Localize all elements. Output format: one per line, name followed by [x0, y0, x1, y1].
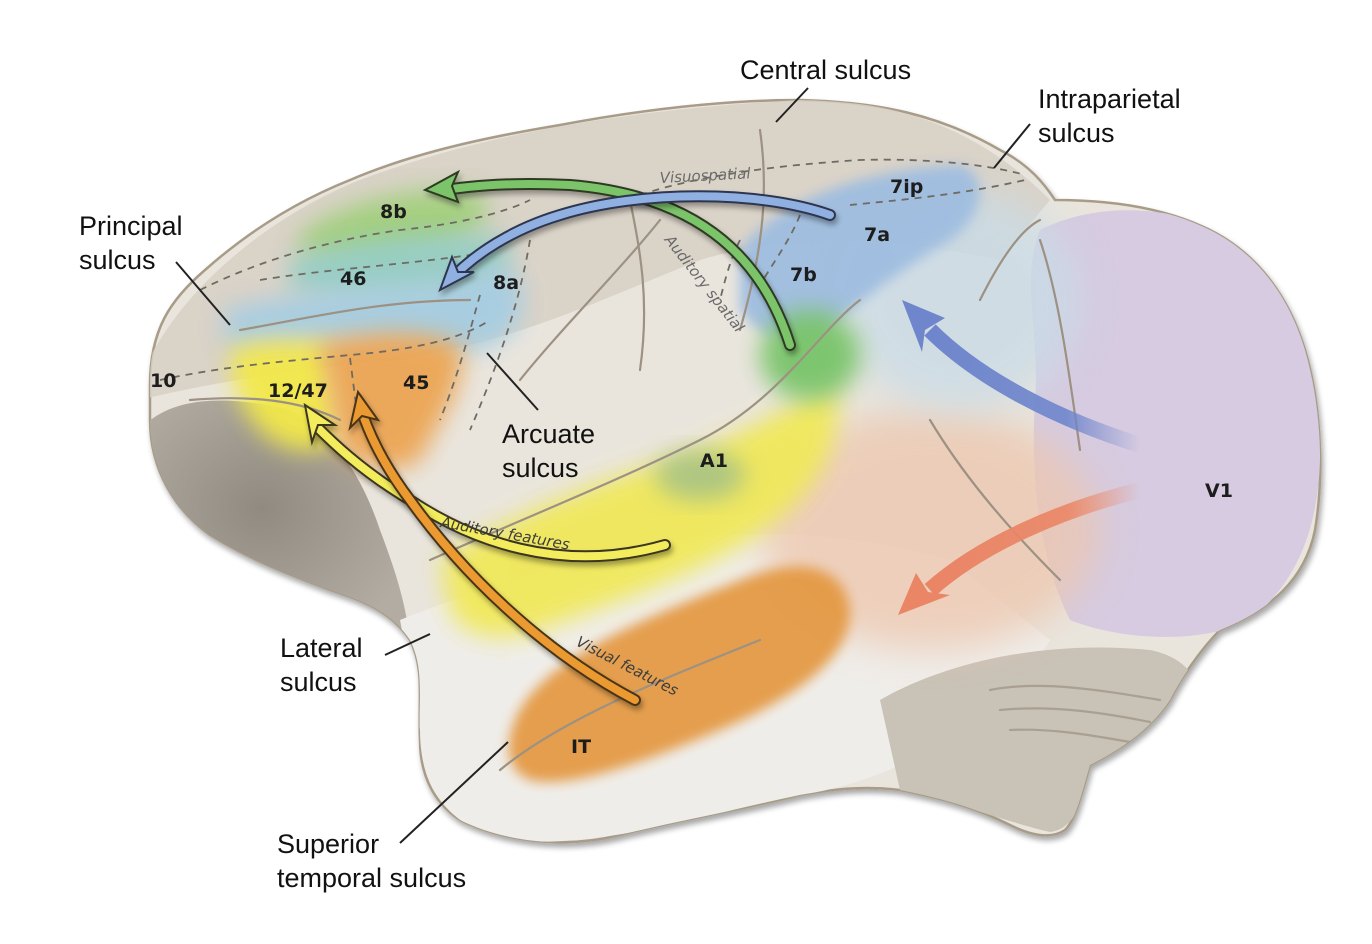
callout-line: temporal sulcus — [277, 863, 466, 893]
callout-lateral-sulcus: Lateral sulcus — [280, 633, 370, 697]
callout-line: Principal — [79, 211, 183, 241]
callout-line: Intraparietal — [1038, 84, 1181, 114]
area-label-45: 45 — [403, 372, 429, 394]
leader-principal-sulcus — [175, 261, 231, 326]
orbital-pole — [150, 400, 410, 640]
v1-ventral-arrow — [898, 482, 1142, 615]
v1-dorsal-arrow — [902, 300, 1143, 453]
callout-line: sulcus — [1038, 118, 1115, 148]
area-label-8b: 8b — [380, 201, 407, 223]
area-label-a1: A1 — [700, 450, 728, 472]
callout-line: sulcus — [280, 667, 357, 697]
callout-central-sulcus: Central sulcus — [740, 55, 911, 85]
pathway-label-visuospatial: Visuospatial — [659, 164, 752, 187]
area-45-field — [320, 333, 462, 469]
callout-line: sulcus — [79, 245, 156, 275]
callout-superior-temporal-sulcus: Superior temporal sulcus — [277, 829, 466, 893]
a1-field — [655, 450, 745, 500]
visual-features-arrow — [348, 389, 641, 706]
callout-line: sulcus — [502, 453, 579, 483]
area-8a-field — [225, 267, 523, 352]
it-region — [508, 566, 851, 782]
leader-arcuate-sulcus — [486, 352, 539, 411]
leader-central-sulcus — [775, 87, 809, 123]
callout-line: Lateral — [280, 633, 363, 663]
visuospatial-arrow — [438, 190, 836, 293]
callout-arcuate-sulcus: Arcuate sulcus — [502, 419, 603, 483]
callout-line: Superior — [277, 829, 379, 859]
area-label-7a: 7a — [864, 224, 890, 246]
leader-intraparietal-sulcus — [993, 123, 1031, 169]
callout-line: Central sulcus — [740, 55, 911, 85]
area-label-12-47: 12/47 — [268, 380, 328, 402]
area-label-7b: 7b — [790, 264, 817, 286]
area-label-10: 10 — [150, 370, 176, 392]
leader-lateral-sulcus — [384, 633, 431, 656]
area-label-46: 46 — [340, 268, 366, 290]
area-label-it: IT — [571, 736, 591, 758]
occipitotemporal-field — [760, 410, 1100, 650]
callout-principal-sulcus: Principal sulcus — [79, 211, 190, 275]
v1-region — [1030, 210, 1321, 637]
area-label-8a: 8a — [493, 272, 519, 294]
area-label-7ip: 7ip — [890, 176, 923, 198]
callout-line: Arcuate — [502, 419, 595, 449]
callout-intraparietal-sulcus: Intraparietal sulcus — [1038, 84, 1188, 148]
area-label-v1: V1 — [1205, 480, 1233, 502]
leader-superior-temporal-sulcus — [399, 741, 509, 844]
auditory-features-arrow — [303, 402, 671, 563]
auditory-belt-field — [440, 380, 838, 638]
auditory-spatial-arrow — [422, 169, 796, 351]
